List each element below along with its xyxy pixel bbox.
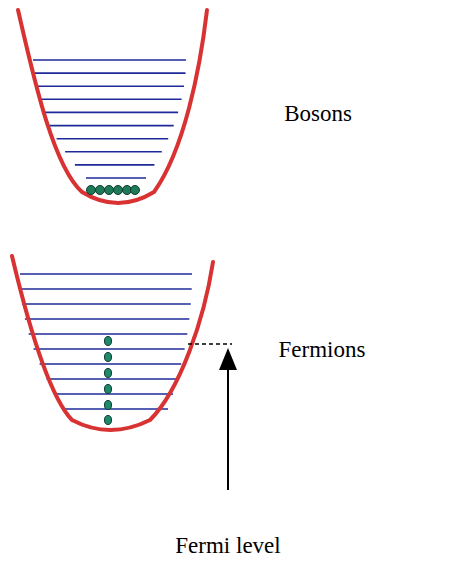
energy-level [33,59,186,61]
energy-level [57,138,169,140]
energy-level [29,333,188,335]
energy-level [65,151,162,153]
pointer-arrow [227,368,229,490]
energy-level [55,393,173,395]
energy-level [34,72,186,74]
energy-level [64,408,168,410]
boson-particles [87,186,140,195]
energy-level [34,348,185,350]
boson-energy-levels [33,60,186,178]
energy-level [49,125,173,127]
fermion-energy-levels [20,274,192,409]
energy-level [22,303,191,305]
energy-level [86,177,146,179]
energy-level [40,363,182,365]
boson-label: Bosons [284,101,352,126]
energy-level [47,378,178,380]
fermi-level-label: Fermi level [175,533,280,558]
energy-level [25,318,189,320]
fermi-level-dashed-line [188,343,232,345]
energy-level [39,99,182,101]
energy-level [44,112,179,114]
fermion-particles [105,337,112,425]
boson-well [18,10,207,203]
arrowhead [219,348,237,370]
energy-level [20,273,192,275]
fermion-label: Fermions [279,337,366,362]
energy-level [36,85,184,87]
fermion-well [12,256,213,430]
energy-level [21,288,192,290]
energy-level [75,164,154,166]
